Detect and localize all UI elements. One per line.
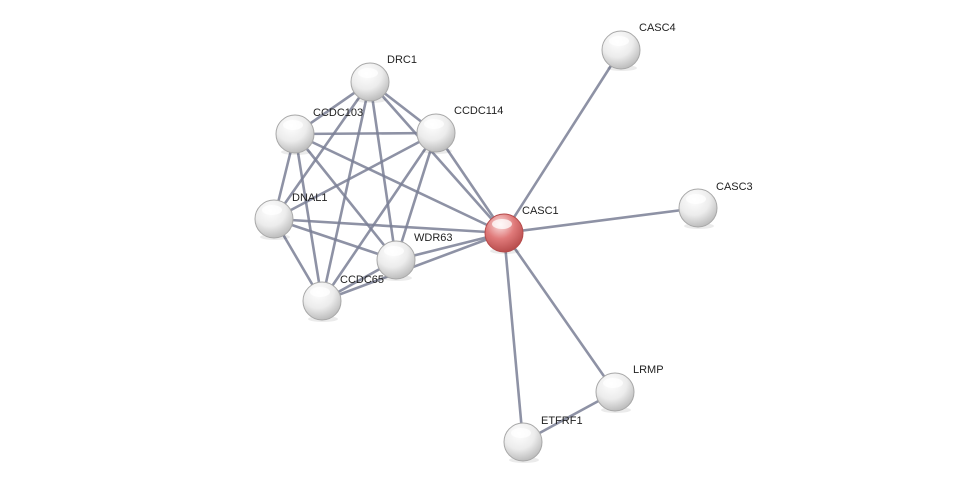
- node-label-wdr63: WDR63: [414, 232, 453, 244]
- edge-ccdc103-ccdc114: [293, 131, 438, 136]
- node-label-ccdc103: CCDC103: [313, 107, 363, 119]
- node-drc1[interactable]: DRC1: [350, 54, 417, 103]
- edge-casc1-drc1: [368, 80, 506, 235]
- edge-ccdc114-wdr63: [394, 131, 438, 262]
- node-label-etfrf1: ETFRF1: [541, 415, 583, 427]
- edge-casc1-ccdc103: [293, 132, 506, 235]
- node-lrmp[interactable]: LRMP: [595, 364, 664, 413]
- edge-casc1-dnal1: [272, 217, 506, 235]
- node-dnal1[interactable]: DNAL1: [254, 192, 327, 240]
- node-label-casc4: CASC4: [639, 22, 676, 34]
- edge-dnal1-wdr63: [272, 217, 398, 262]
- node-highlight: [603, 378, 623, 388]
- node-casc3[interactable]: CASC3: [678, 181, 753, 229]
- node-highlight: [511, 428, 531, 438]
- node-label-drc1: DRC1: [387, 54, 417, 66]
- node-highlight: [310, 287, 330, 297]
- node-label-lrmp: LRMP: [633, 364, 664, 376]
- node-highlight: [262, 205, 282, 215]
- node-label-ccdc114: CCDC114: [454, 105, 503, 117]
- node-etfrf1[interactable]: ETFRF1: [503, 415, 583, 463]
- node-highlight: [686, 194, 706, 204]
- edge-ccdc114-dnal1: [272, 131, 438, 221]
- edge-ccdc103-wdr63: [293, 132, 398, 262]
- node-highlight: [384, 246, 404, 256]
- node-label-casc3: CASC3: [716, 181, 753, 193]
- node-casc1[interactable]: CASC1: [484, 205, 559, 254]
- edge-casc1-ccdc114: [434, 131, 506, 235]
- node-highlight: [424, 119, 444, 129]
- edge-ccdc103-ccdc65: [293, 132, 324, 303]
- edge-ccdc114-ccdc65: [320, 131, 438, 303]
- node-highlight: [492, 219, 512, 229]
- node-highlight: [358, 68, 378, 78]
- edge-drc1-dnal1: [272, 80, 372, 221]
- edge-drc1-ccdc65: [320, 80, 372, 303]
- node-ccdc65[interactable]: CCDC65: [302, 274, 384, 322]
- edge-casc1-lrmp: [502, 231, 617, 394]
- node-ccdc114[interactable]: CCDC114: [416, 105, 503, 154]
- edge-casc1-casc4: [502, 48, 623, 235]
- node-highlight: [283, 120, 303, 130]
- node-label-casc1: CASC1: [522, 205, 559, 217]
- node-highlight: [609, 36, 629, 46]
- edge-casc1-casc3: [502, 206, 700, 235]
- edge-drc1-wdr63: [368, 80, 398, 262]
- node-label-dnal1: DNAL1: [292, 192, 327, 204]
- node-ccdc103[interactable]: CCDC103: [275, 107, 363, 155]
- node-wdr63[interactable]: WDR63: [376, 232, 453, 281]
- node-label-ccdc65: CCDC65: [340, 274, 384, 286]
- node-casc4[interactable]: CASC4: [601, 22, 676, 71]
- edge-casc1-etfrf1: [502, 231, 525, 444]
